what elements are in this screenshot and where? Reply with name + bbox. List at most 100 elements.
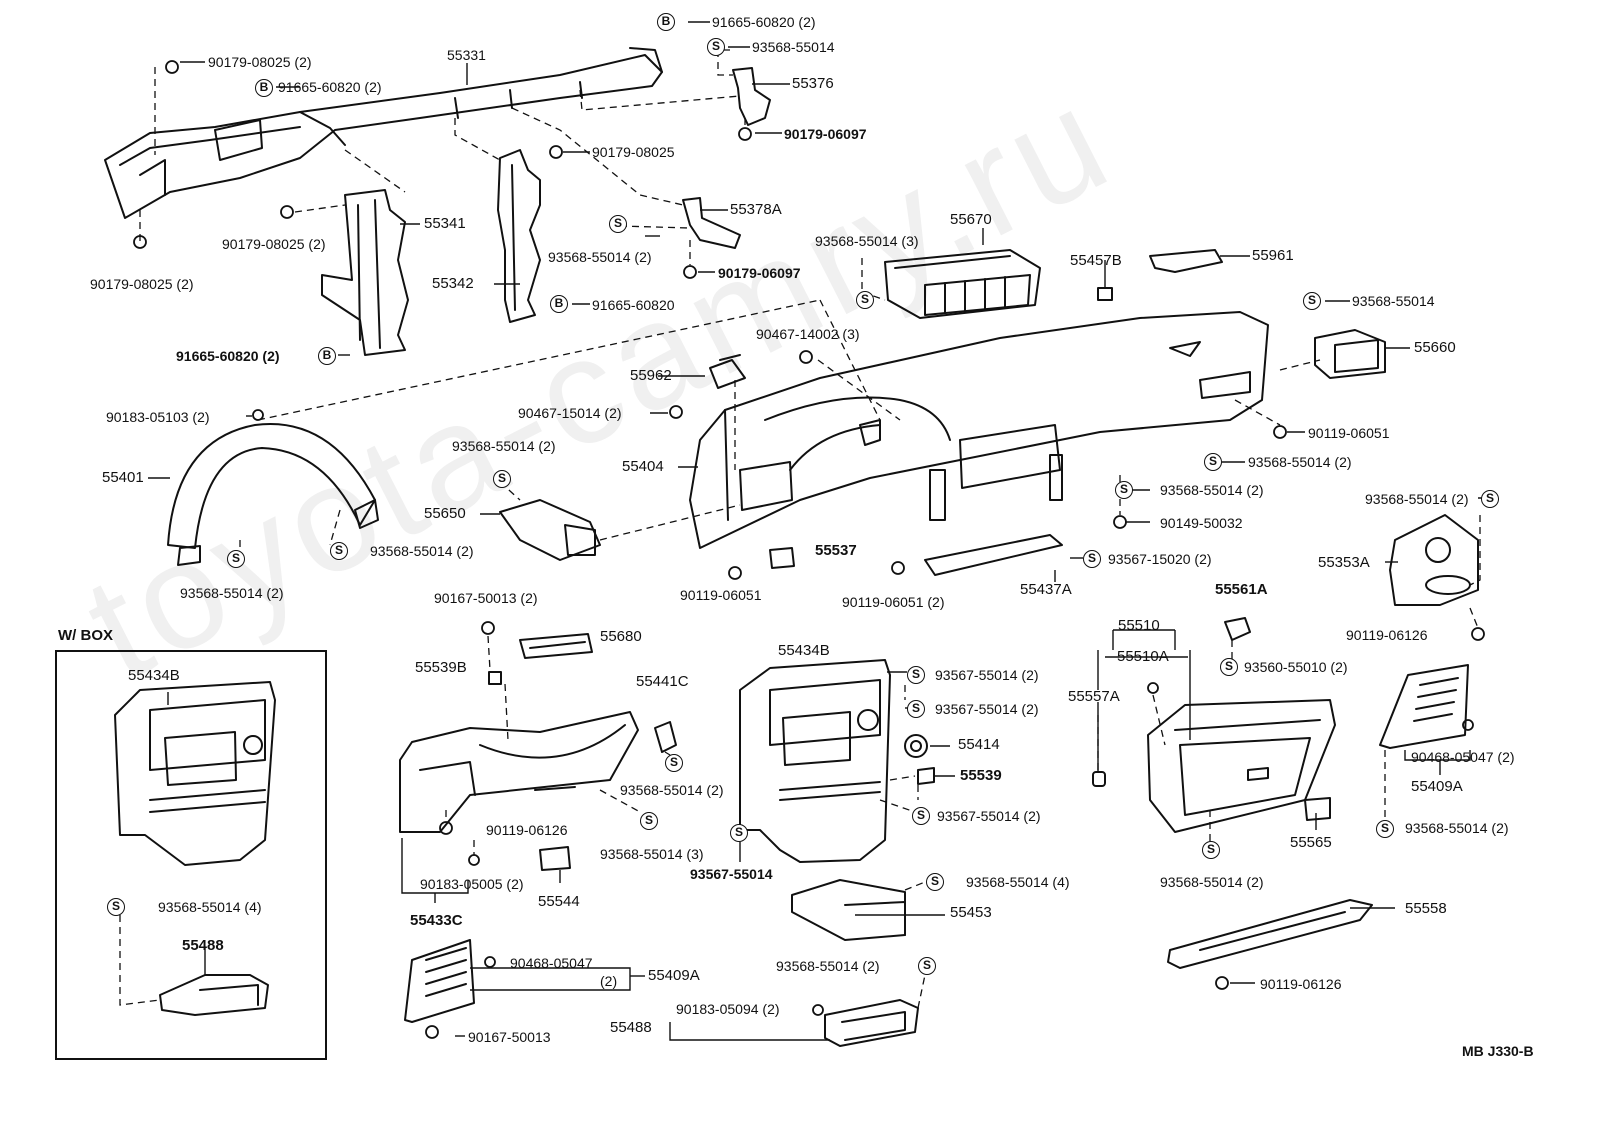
part-55537	[769, 547, 795, 569]
callout-90467-14002-3: 90467-14002 (3)	[756, 326, 860, 342]
bolt-marker: B	[550, 295, 568, 313]
part-55437A	[924, 534, 1063, 576]
callout-93568-55014-2: 93568-55014 (2)	[452, 438, 556, 454]
part-55433C-lower-panel	[399, 711, 639, 833]
callout-93560-55010-2: 93560-55010 (2)	[1244, 659, 1348, 675]
callout-90167-50013-2: 90167-50013 (2)	[434, 590, 538, 606]
screw-marker: S	[1204, 453, 1222, 471]
callout-93568-55014-2: 93568-55014 (2)	[180, 585, 284, 601]
part-55680	[519, 633, 593, 659]
part-55342-brace	[497, 149, 541, 323]
part-label-55510: 55510	[1118, 617, 1160, 634]
part-label-55453: 55453	[950, 904, 992, 921]
screw-marker: S	[912, 807, 930, 825]
screw-marker: S	[107, 898, 125, 916]
callout-93568-55014: 93568-55014	[1352, 293, 1435, 309]
part-label-55961: 55961	[1252, 247, 1294, 264]
part-55660-side-vent	[1314, 329, 1386, 379]
part-label-55353A: 55353A	[1318, 554, 1370, 571]
callout-93567-55014-2: 93567-55014 (2)	[935, 667, 1039, 683]
callout-90467-15014-2: 90467-15014 (2)	[518, 405, 622, 421]
screw-marker: S	[1481, 490, 1499, 508]
callout-93568-55014-2: 93568-55014 (2)	[1160, 482, 1264, 498]
part-label-55488: 55488	[182, 937, 224, 954]
callout-93568-55014: 93568-55014	[752, 39, 835, 55]
part-55376-bracket	[732, 67, 771, 126]
callout-93568-55014-2: 93568-55014 (2)	[620, 782, 724, 798]
part-label-55539B: 55539B	[415, 659, 467, 676]
part-label-55414: 55414	[958, 736, 1000, 753]
screw-marker: S	[1083, 550, 1101, 568]
callout-90179-08025-2: 90179-08025 (2)	[90, 276, 194, 292]
screw-marker: S	[907, 666, 925, 684]
part-label-55544: 55544	[538, 893, 580, 910]
part-label-55488: 55488	[610, 1019, 652, 1036]
bolt-marker: B	[318, 347, 336, 365]
callout-90119-06051: 90119-06051	[680, 587, 762, 603]
part-55409A-cover-left	[404, 939, 475, 1023]
part-label-55457B: 55457B	[1070, 252, 1122, 269]
callout-93568-55014-2: 93568-55014 (2)	[1248, 454, 1352, 470]
part-55404-instrument-panel	[689, 311, 1269, 549]
part-55510-glove-box	[1147, 699, 1336, 833]
part-label-55341: 55341	[424, 215, 466, 232]
part-label-55558: 55558	[1405, 900, 1447, 917]
screw-marker: S	[609, 215, 627, 233]
section-title: W/ BOX	[58, 627, 113, 644]
part-55378A-bracket	[682, 197, 741, 249]
callout-93567-55014: 93567-55014	[690, 866, 773, 882]
callout-93568-55014-4: 93568-55014 (4)	[158, 899, 262, 915]
callout-91665-60820: 91665-60820	[592, 297, 675, 313]
part-55441C	[654, 721, 677, 753]
screw-marker: S	[1202, 841, 1220, 859]
part-label-55342: 55342	[432, 275, 474, 292]
callout-93568-55014-2: 93568-55014 (2)	[1160, 874, 1264, 890]
screw-marker: S	[665, 754, 683, 772]
screw-marker: S	[1115, 481, 1133, 499]
callout-91665-60820-2: 91665-60820 (2)	[278, 79, 382, 95]
screw-marker: S	[856, 291, 874, 309]
callout-90119-06126: 90119-06126	[1346, 627, 1428, 643]
callout-90179-06097: 90179-06097	[718, 265, 801, 281]
part-55488-ashtray	[824, 999, 919, 1047]
part-55650-side-vent	[499, 499, 601, 561]
part-label-55670: 55670	[950, 211, 992, 228]
part-label-55376: 55376	[792, 75, 834, 92]
part-label-55433C: 55433C	[410, 912, 463, 929]
callout-90167-50013: 90167-50013	[468, 1029, 551, 1045]
part-label-55561A: 55561A	[1215, 581, 1268, 598]
callout-93568-55014-2: 93568-55014 (2)	[548, 249, 652, 265]
part-label-55331: 55331	[447, 47, 486, 63]
part-55561A	[1224, 617, 1251, 641]
part-label-55404: 55404	[622, 458, 664, 475]
callout-90183-05094-2: 90183-05094 (2)	[676, 1001, 780, 1017]
callout-91665-60820-2: 91665-60820 (2)	[712, 14, 816, 30]
part-55401-cluster-hood	[167, 423, 379, 566]
callout-90179-08025: 90179-08025	[592, 144, 675, 160]
screw-marker: S	[926, 873, 944, 891]
screw-marker: S	[493, 470, 511, 488]
callout-93567-55014-2: 93567-55014 (2)	[935, 701, 1039, 717]
part-label-55401: 55401	[102, 469, 144, 486]
callout-93568-55014-2: 93568-55014 (2)	[370, 543, 474, 559]
callout-90179-06097: 90179-06097	[784, 126, 867, 142]
part-label-55660: 55660	[1414, 339, 1456, 356]
callout-90468-05047: 90468-05047	[510, 955, 593, 971]
callout-93568-55014-2: 93568-55014 (2)	[1365, 491, 1469, 507]
screw-marker: S	[1303, 292, 1321, 310]
screw-marker: S	[907, 700, 925, 718]
part-55409A-cover-right	[1379, 664, 1469, 749]
screw-marker: S	[1376, 820, 1394, 838]
part-55565	[1304, 797, 1331, 821]
part-55961-cap	[1149, 249, 1223, 273]
part-label-55437A: 55437A	[1020, 581, 1072, 598]
callout-93568-55014-4: 93568-55014 (4)	[966, 874, 1070, 890]
leader-lines	[148, 21, 1499, 1041]
part-label-55441C: 55441C	[636, 673, 689, 690]
part-label-55434B: 55434B	[778, 642, 830, 659]
screw-marker: S	[918, 957, 936, 975]
callout-91665-60820-2: 91665-60820 (2)	[176, 348, 280, 364]
part-label-55378A: 55378A	[730, 201, 782, 218]
part-55962	[709, 359, 746, 389]
